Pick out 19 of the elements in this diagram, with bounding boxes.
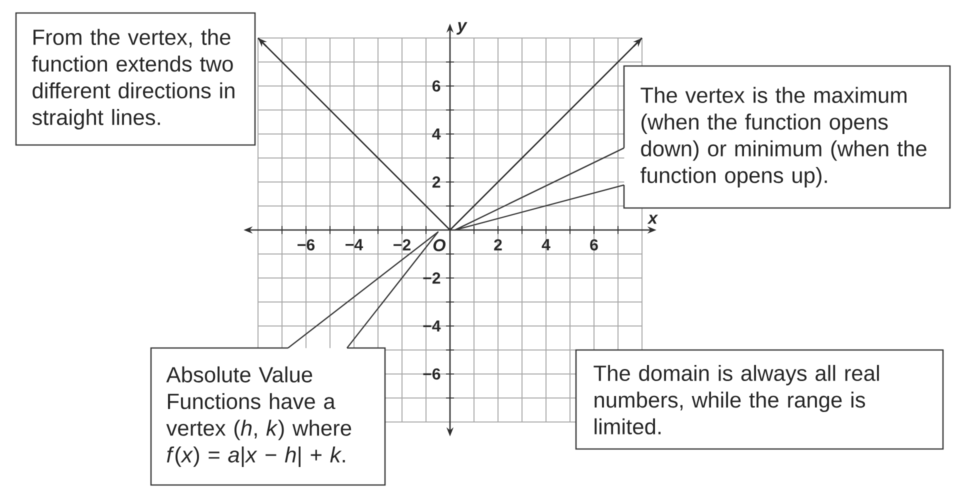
tick-label: 2 [494,239,502,250]
callout-box: Absolute Value Functions have a vertex (h, k) where f(x) = a|x − h| + k. [150,347,386,486]
tick-label: 4 [432,128,441,140]
tick-label: −6 [423,368,440,380]
axis-label: x [647,214,658,224]
tick-label: 6 [432,80,440,92]
callout-box: The vertex is the maximum (when the function opens down) or minimum (when the function opens up). [623,65,951,209]
origin-label: O [433,239,446,252]
tick-label: −4 [346,239,364,250]
tick-label: 4 [542,239,550,250]
tick-label: 2 [432,176,440,188]
text-box: From the vertex, the function extends two different directions in straight lines. [15,12,256,146]
tick-label: −2 [394,239,410,250]
tick-label: 6 [590,239,598,251]
tick-label: −6 [298,239,315,251]
tick-label: −2 [423,272,440,284]
text-box: The domain is always all real numbers, while the range is limited. [575,349,944,450]
axis-label: y [456,22,468,35]
tick-label: −4 [423,320,441,332]
